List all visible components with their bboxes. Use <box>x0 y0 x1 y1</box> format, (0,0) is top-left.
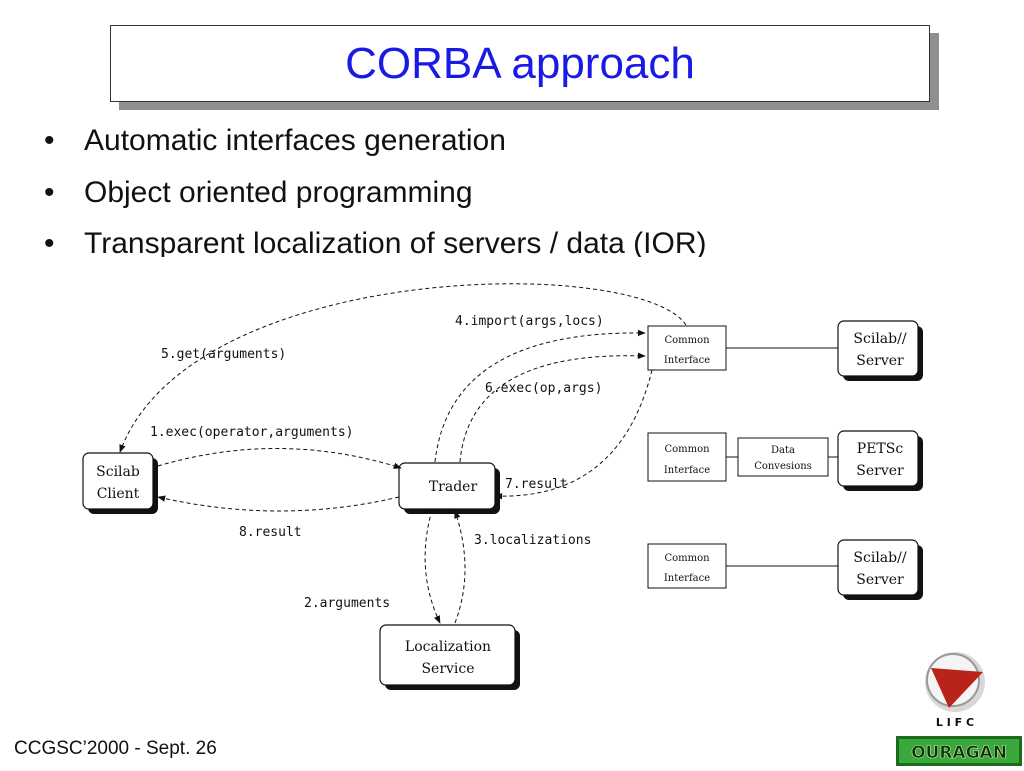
footer-text: CCGSC’2000 - Sept. 26 <box>14 738 217 759</box>
bullet-text: Object oriented programming <box>84 176 473 209</box>
node-petsc-server: PETSc Server <box>837 430 923 491</box>
edge-5-arrow <box>119 283 687 453</box>
node-label: Localization <box>405 639 491 655</box>
edge-label-8: 8.result <box>239 525 302 540</box>
lifc-logo: L I F C <box>905 648 1005 730</box>
node-label: Data <box>771 445 795 456</box>
edge-3-arrow <box>454 510 466 624</box>
node-data-conversions: Data Convesions <box>737 437 829 477</box>
corba-diagram: Scilab Client Trader Localization Servic… <box>0 270 1024 700</box>
bullet-text: Transparent localization of servers / da… <box>84 227 707 257</box>
node-label: Common <box>664 335 710 346</box>
node-label: Server <box>856 572 904 588</box>
edge-6-arrow <box>459 352 646 463</box>
node-scilab-server-1: Scilab// Server <box>837 320 923 381</box>
edge-1-arrow <box>157 448 402 469</box>
bullet-dot: • <box>44 227 55 257</box>
node-label: Server <box>856 353 904 369</box>
slide-title: CORBA approach <box>345 38 695 88</box>
edge-2-arrow <box>424 509 441 624</box>
node-localization-service: Localization Service <box>379 624 520 690</box>
bullet-dot: • <box>44 176 55 209</box>
solid-connectors <box>726 347 838 567</box>
bullet-item-partial: • Transparent localization of servers / … <box>44 227 944 257</box>
bullet-dot: • <box>44 124 55 157</box>
lifc-letters: L I F C <box>936 716 974 729</box>
ouragan-logo: OURAGAN <box>896 736 1022 766</box>
node-common-interface-1: Common Interface <box>647 325 727 371</box>
ouragan-text: OURAGAN <box>911 743 1007 763</box>
title-box: CORBA approach <box>110 25 930 102</box>
node-common-interface-2: Common Interface <box>647 432 727 482</box>
node-common-interface-3: Common Interface <box>647 543 727 589</box>
edge-label-4: 4.import(args,locs) <box>455 314 604 329</box>
edge-label-5: 5.get(arguments) <box>161 347 286 362</box>
edge-4-arrow <box>434 329 646 463</box>
node-scilab-client: Scilab Client <box>82 452 158 514</box>
node-label: Scilab <box>96 464 140 480</box>
edge-label-2: 2.arguments <box>304 596 390 611</box>
node-label: PETSc <box>857 441 904 457</box>
node-label: Common <box>664 553 710 564</box>
edge-7-arrow <box>494 369 653 500</box>
node-label: Interface <box>664 465 710 476</box>
node-label: Interface <box>664 355 710 366</box>
node-label: Common <box>664 444 710 455</box>
node-label: Server <box>856 463 904 479</box>
node-trader: Trader <box>398 462 500 514</box>
edge-label-3: 3.localizations <box>474 533 591 548</box>
node-label: Service <box>421 661 474 677</box>
node-label: Interface <box>664 573 710 584</box>
node-label: Trader <box>429 479 478 495</box>
node-label: Convesions <box>754 461 812 472</box>
node-label: Scilab// <box>853 550 906 566</box>
edge-label-6: 6.exec(op,args) <box>485 381 602 396</box>
edge-label-7: 7.result <box>505 477 568 492</box>
edge-8-arrow <box>157 495 400 512</box>
bullet-text: Automatic interfaces generation <box>84 124 506 157</box>
node-label: Client <box>97 486 140 502</box>
edge-label-1: 1.exec(operator,arguments) <box>150 425 354 440</box>
node-label: Scilab// <box>853 331 906 347</box>
node-scilab-server-2: Scilab// Server <box>837 539 923 600</box>
